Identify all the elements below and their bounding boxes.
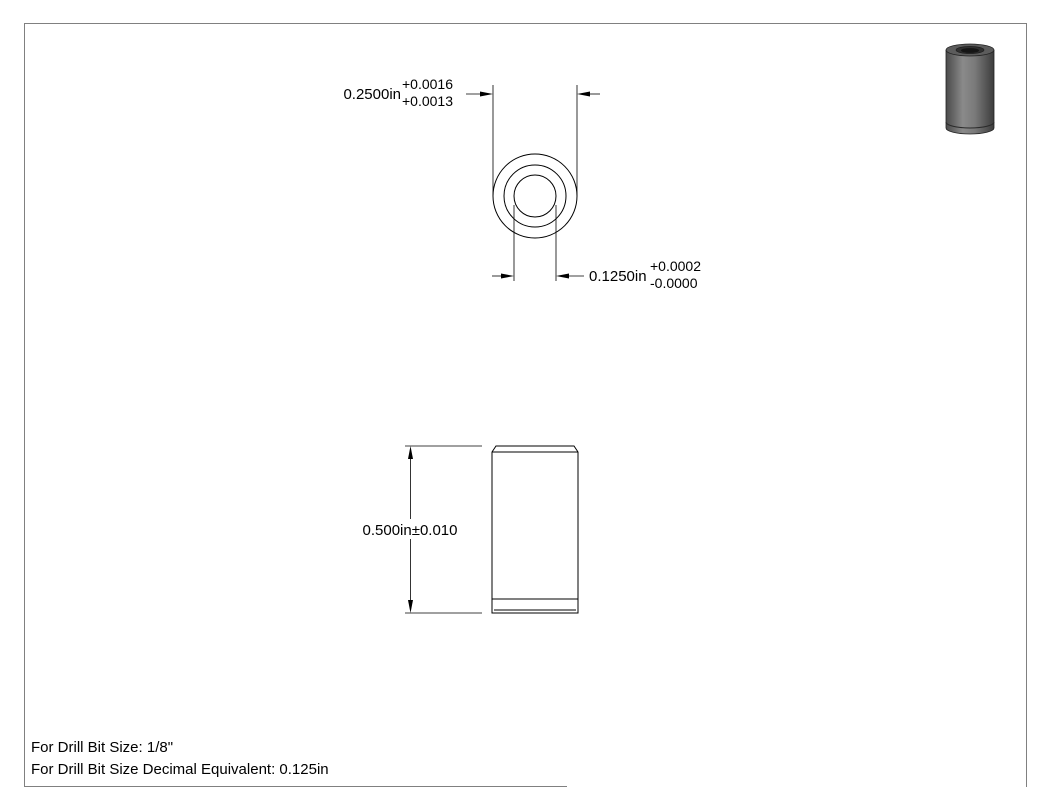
od-arrow-left bbox=[480, 91, 493, 97]
id-value: 0.1250in bbox=[589, 268, 647, 285]
thumb-bottom-band bbox=[945, 121, 995, 129]
od-tol-lower: +0.0013 bbox=[402, 93, 453, 109]
id-tol-lower: -0.0000 bbox=[650, 275, 698, 291]
inner-circle bbox=[513, 174, 557, 218]
side-view-outline bbox=[491, 445, 579, 614]
outer-circle bbox=[492, 153, 578, 239]
od-value: 0.2500in bbox=[343, 86, 401, 103]
length-value: 0.500in±0.010 bbox=[363, 522, 458, 539]
side-view bbox=[491, 445, 579, 614]
drill-bit-decimal-note: For Drill Bit Size Decimal Equivalent: 0… bbox=[31, 761, 329, 778]
isometric-thumbnail bbox=[945, 43, 995, 135]
len-arrow-bottom bbox=[408, 600, 413, 613]
od-tol-upper: +0.0016 bbox=[402, 76, 453, 92]
id-arrow-left bbox=[501, 273, 514, 279]
top-view bbox=[492, 153, 578, 239]
len-text-backdrop bbox=[358, 519, 462, 539]
drawing-frame bbox=[24, 23, 1027, 787]
thumb-body bbox=[945, 49, 995, 135]
len-arrow-top bbox=[408, 446, 413, 459]
thumb-bore bbox=[961, 48, 979, 53]
id-arrow-right bbox=[556, 273, 569, 279]
outer-diameter-dimension bbox=[466, 85, 600, 196]
counterbore-circle bbox=[503, 164, 567, 228]
drill-bit-size-note: For Drill Bit Size: 1/8" bbox=[31, 739, 174, 756]
od-arrow-right bbox=[577, 91, 590, 97]
id-tol-upper: +0.0002 bbox=[650, 258, 701, 274]
